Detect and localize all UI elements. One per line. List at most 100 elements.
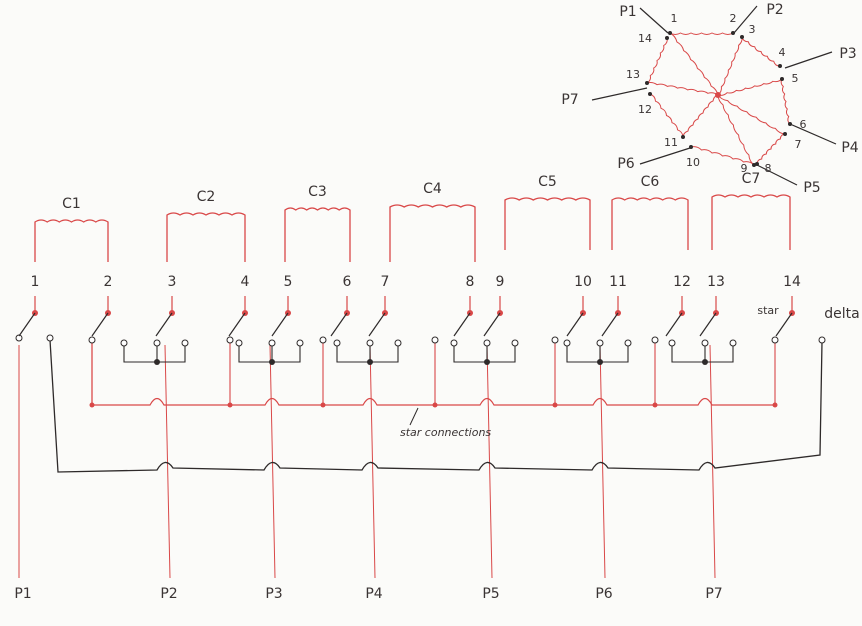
terminal-number: 13 bbox=[707, 274, 725, 290]
coil-5 bbox=[504, 197, 591, 250]
switch-blade bbox=[368, 312, 386, 337]
node-dot bbox=[731, 31, 735, 35]
switch-blade bbox=[665, 312, 683, 337]
winding-coil bbox=[756, 133, 786, 165]
node-number: 3 bbox=[749, 23, 756, 36]
winding-spoke bbox=[717, 36, 743, 96]
node-number: 4 bbox=[779, 46, 786, 59]
output-line-p5 bbox=[486, 344, 493, 579]
phase-junction bbox=[336, 345, 399, 363]
node-dot bbox=[778, 64, 782, 68]
terminal-number: 4 bbox=[241, 274, 250, 290]
switch-blade bbox=[601, 312, 619, 337]
switch-contact bbox=[296, 339, 304, 347]
switch-blade bbox=[699, 312, 717, 337]
star-node bbox=[652, 402, 658, 408]
switch-contact bbox=[88, 336, 96, 344]
phase-lead bbox=[784, 51, 833, 69]
terminal-number: 1 bbox=[31, 274, 40, 290]
switch-contact bbox=[483, 339, 491, 347]
winding-spoke bbox=[646, 81, 719, 96]
node-number: 11 bbox=[664, 136, 678, 149]
winding-coil bbox=[669, 32, 734, 35]
switch-contact bbox=[120, 339, 128, 347]
terminal-number: 7 bbox=[381, 274, 390, 290]
phase-label-p7: P7 bbox=[561, 92, 578, 108]
node-number: 12 bbox=[638, 103, 652, 116]
star-label: star bbox=[757, 304, 779, 317]
node-number: 10 bbox=[686, 156, 700, 169]
switch-contact bbox=[333, 339, 341, 347]
coils bbox=[34, 194, 791, 262]
terminal-number: 14 bbox=[783, 274, 801, 290]
coil-1 bbox=[34, 219, 109, 262]
coil-4 bbox=[389, 204, 476, 262]
phase-lead bbox=[639, 7, 669, 34]
node-number: 6 bbox=[800, 118, 807, 131]
output-label-p7: P7 bbox=[705, 586, 722, 602]
coil-label: C5 bbox=[538, 174, 557, 190]
switch-blade bbox=[228, 312, 246, 337]
winding-coil bbox=[690, 146, 755, 166]
switch-contact bbox=[651, 336, 659, 344]
terminal-number: 6 bbox=[343, 274, 352, 290]
node-number: 14 bbox=[638, 32, 652, 45]
annotation-arrow bbox=[409, 407, 419, 426]
node-dot bbox=[780, 77, 784, 81]
phase-lead bbox=[789, 123, 837, 145]
star-connections-annotation: star connections bbox=[400, 426, 491, 439]
terminal-number: 9 bbox=[496, 274, 505, 290]
terminal-number: 8 bbox=[466, 274, 475, 290]
coil-3 bbox=[284, 207, 351, 262]
delta-contact bbox=[818, 336, 826, 344]
switch-contact bbox=[431, 336, 439, 344]
switch-contact bbox=[511, 339, 519, 347]
winding-spoke bbox=[717, 94, 786, 135]
output-line-p6 bbox=[599, 344, 606, 579]
phase-junction bbox=[123, 345, 186, 363]
switch-blade bbox=[155, 312, 173, 337]
switch-blade bbox=[330, 312, 348, 337]
switch-contact bbox=[153, 339, 161, 347]
phase-lead bbox=[754, 163, 798, 186]
output-line-p2 bbox=[164, 344, 171, 579]
winding-spoke bbox=[669, 32, 719, 96]
terminal-number: 12 bbox=[673, 274, 691, 290]
coil-label: C6 bbox=[641, 174, 660, 190]
output-label-p4: P4 bbox=[365, 586, 382, 602]
output-line-p3 bbox=[269, 344, 276, 579]
node-number: 13 bbox=[626, 68, 640, 81]
phase-label-p4: P4 bbox=[841, 140, 858, 156]
switch-blade bbox=[271, 312, 289, 337]
phase-junction bbox=[671, 345, 734, 363]
switch-contact bbox=[701, 339, 709, 347]
switch-blade bbox=[18, 312, 36, 337]
output-label-p6: P6 bbox=[595, 586, 612, 602]
node-dot bbox=[681, 135, 685, 139]
buses bbox=[15, 334, 826, 579]
switch-contact bbox=[319, 336, 327, 344]
phase-junction bbox=[566, 345, 629, 363]
coil-label: C4 bbox=[423, 181, 442, 197]
coil-label: C7 bbox=[742, 171, 761, 187]
phase-label-p5: P5 bbox=[803, 180, 820, 196]
junction-dot bbox=[597, 359, 603, 365]
switch-blade bbox=[483, 312, 501, 337]
winding-coil bbox=[646, 37, 668, 84]
node-number: 8 bbox=[765, 162, 772, 175]
coil-label: C1 bbox=[62, 196, 81, 212]
node-number: 9 bbox=[741, 162, 748, 175]
phase-label-p3: P3 bbox=[839, 46, 856, 62]
terminal-number: 2 bbox=[104, 274, 113, 290]
output-label-p3: P3 bbox=[265, 586, 282, 602]
switch-contact bbox=[551, 336, 559, 344]
switches bbox=[18, 296, 795, 337]
terminal-number: 5 bbox=[284, 274, 293, 290]
terminal-number: 11 bbox=[609, 274, 627, 290]
coil-6 bbox=[611, 197, 689, 250]
switch-contact bbox=[366, 339, 374, 347]
coil-2 bbox=[166, 212, 246, 262]
switch-contact bbox=[596, 339, 604, 347]
